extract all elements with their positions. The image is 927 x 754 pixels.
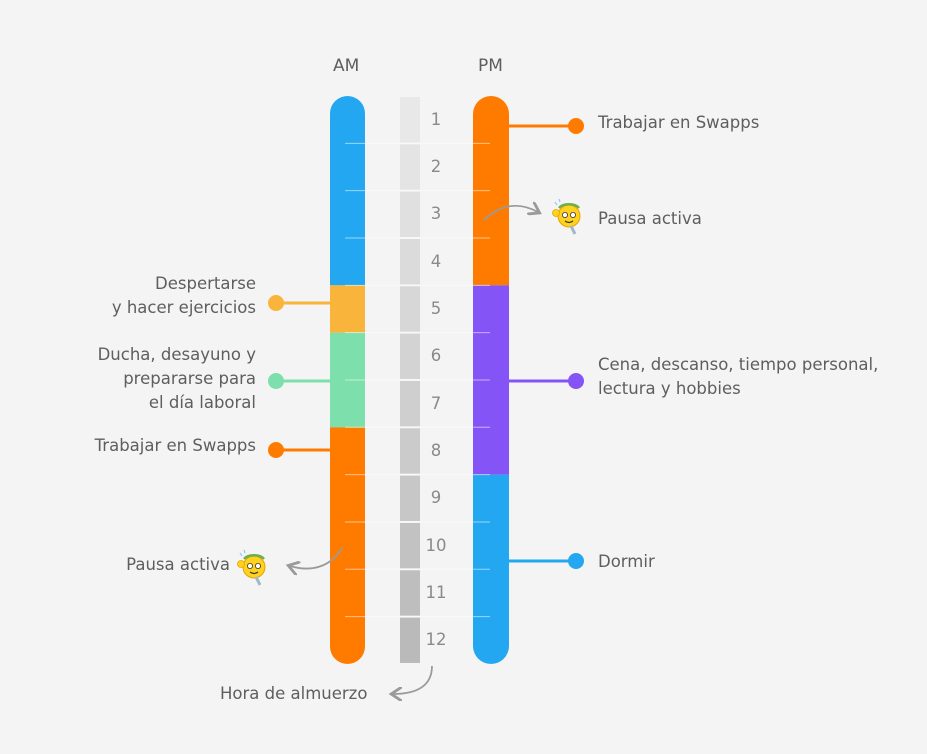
am-bar-segment-1 — [330, 285, 365, 333]
label-line: Trabajar en Swapps — [94, 436, 256, 455]
label-am-work: Trabajar en Swapps — [95, 434, 256, 458]
label-line: Hora de almuerzo — [220, 684, 368, 703]
stretching-emoji-icon — [552, 198, 581, 235]
hour-cell — [400, 570, 420, 616]
hour-cell — [400, 428, 420, 474]
hour-number: 3 — [430, 204, 442, 224]
dot-pm-dinner — [568, 373, 584, 389]
hour-cell — [400, 617, 420, 663]
label-pm-dinner: Cena, descanso, tiempo personal, lectura… — [598, 353, 878, 401]
label-line: Pausa activa — [598, 209, 702, 228]
stretching-emoji-icon — [237, 549, 266, 586]
hour-cell — [400, 522, 420, 569]
pm-header: PM — [478, 56, 503, 76]
hour-cell — [400, 333, 420, 379]
hour-number: 11 — [425, 582, 447, 602]
label-am-pause: Pausa activa — [126, 553, 230, 577]
dot-pm-sleep — [568, 553, 584, 569]
hour-cell — [400, 475, 420, 521]
label-am-wake: Despertarse y hacer ejercicios — [112, 272, 256, 320]
hour-number: 6 — [430, 346, 442, 366]
label-line: prepararse para — [123, 369, 256, 388]
label-am-shower: Ducha, desayuno y prepararse para el día… — [98, 343, 256, 415]
hour-cell — [400, 191, 420, 237]
am-bar-segment-3 — [330, 427, 365, 664]
label-pm-sleep: Dormir — [598, 550, 655, 574]
label-line: Dormir — [598, 552, 655, 571]
hour-number: 8 — [430, 440, 442, 460]
dot-am-shower — [268, 373, 284, 389]
label-lunch: Hora de almuerzo — [220, 682, 367, 706]
hour-cell — [400, 144, 420, 190]
label-line: Trabajar en Swapps — [598, 113, 760, 132]
arrow-am-pause — [290, 547, 343, 569]
arrow-pm-pause — [483, 206, 538, 221]
connectors — [268, 118, 584, 569]
label-pm-work: Trabajar en Swapps — [598, 111, 759, 135]
dot-pm-work — [568, 118, 584, 134]
dot-am-work — [268, 442, 284, 458]
hour-number: 1 — [430, 109, 442, 129]
hour-cell — [400, 238, 420, 285]
label-line: Despertarse — [155, 274, 256, 293]
hour-number: 5 — [430, 298, 442, 318]
arrow-lunch — [393, 665, 433, 694]
hour-number: 12 — [425, 630, 447, 650]
hour-number: 4 — [430, 251, 442, 271]
hour-ticks — [345, 142, 490, 618]
label-line: lectura y hobbies — [598, 379, 741, 398]
label-pm-pause: Pausa activa — [598, 207, 702, 231]
label-line: Pausa activa — [126, 555, 230, 574]
hour-cell — [400, 380, 420, 427]
am-header: AM — [333, 56, 360, 76]
label-line: y hacer ejercicios — [111, 298, 256, 317]
dot-am-wake — [268, 295, 284, 311]
hour-column — [400, 97, 420, 663]
hour-number: 10 — [425, 535, 447, 555]
label-line: Ducha, desayuno y — [97, 345, 256, 364]
hour-cell — [400, 286, 420, 332]
hour-number: 2 — [430, 156, 442, 176]
hour-number: 9 — [430, 488, 442, 508]
label-line: Cena, descanso, tiempo personal, — [598, 355, 879, 374]
hour-number: 7 — [430, 393, 442, 413]
hour-cell — [400, 97, 420, 143]
label-line: el día laboral — [148, 393, 256, 412]
